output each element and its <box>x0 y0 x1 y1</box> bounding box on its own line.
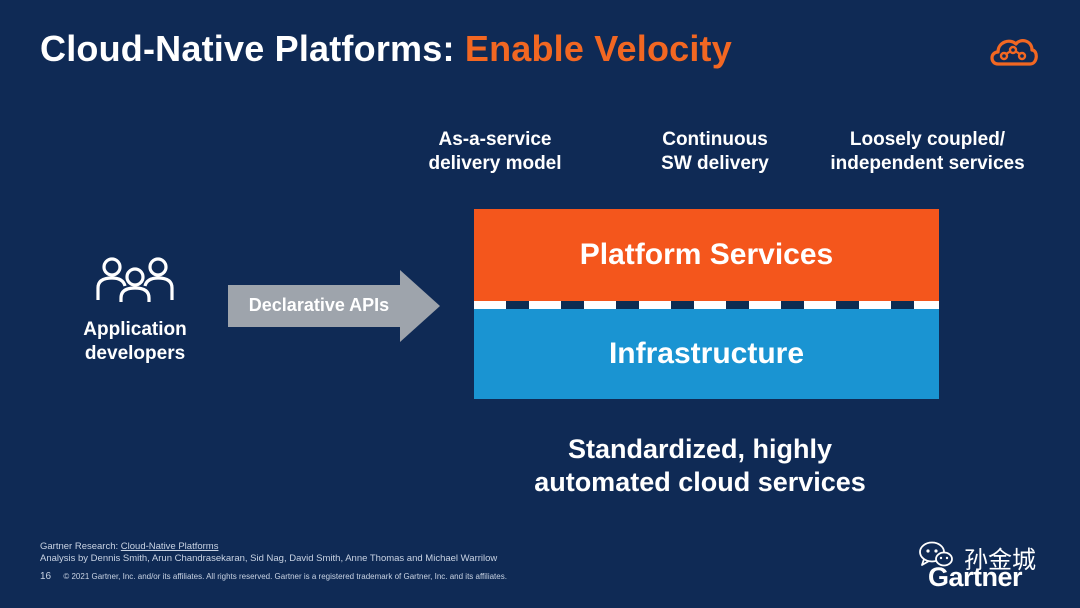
page-title: Cloud-Native Platforms: Enable Velocity <box>40 28 732 70</box>
feature-loosely-coupled: Loosely coupled/ independent services <box>830 129 1025 174</box>
platform-stack: Platform Services Infrastructure <box>474 209 939 399</box>
watermark-text: 孙金城 <box>964 546 1036 574</box>
layer-divider <box>474 301 939 309</box>
feature-continuous-delivery: Continuous SW delivery <box>661 129 769 174</box>
infrastructure-layer: Infrastructure <box>474 309 939 399</box>
footer-authors: Analysis by Dennis Smith, Arun Chandrase… <box>40 553 498 564</box>
footer-research: Gartner Research: Cloud-Native Platforms <box>40 541 218 552</box>
arrow-label: Declarative APIs <box>248 295 390 315</box>
cloud-network-icon <box>990 39 1038 66</box>
research-prefix: Gartner Research: <box>40 541 119 552</box>
research-link[interactable]: Cloud-Native Platforms <box>120 541 219 552</box>
developers-label: Application developers <box>83 319 187 364</box>
platform-services-layer: Platform Services <box>474 209 939 301</box>
title-accent: Enable Velocity <box>464 28 732 69</box>
footer-copyright-row: 16 © 2021 Gartner, Inc. and/or its affil… <box>40 571 507 582</box>
copyright-text: © 2021 Gartner, Inc. and/or its affiliat… <box>63 572 507 581</box>
people-group-icon <box>96 257 174 302</box>
feature-as-a-service: As-a-service delivery model <box>428 129 562 174</box>
page-number: 16 <box>40 571 52 582</box>
gartner-logo: Gartner <box>928 562 1023 592</box>
summary-text: Standardized, highly automated cloud ser… <box>534 434 866 497</box>
title-main: Cloud-Native Platforms: <box>40 28 455 69</box>
wechat-icon <box>919 541 953 567</box>
arrow-shape <box>228 270 440 342</box>
